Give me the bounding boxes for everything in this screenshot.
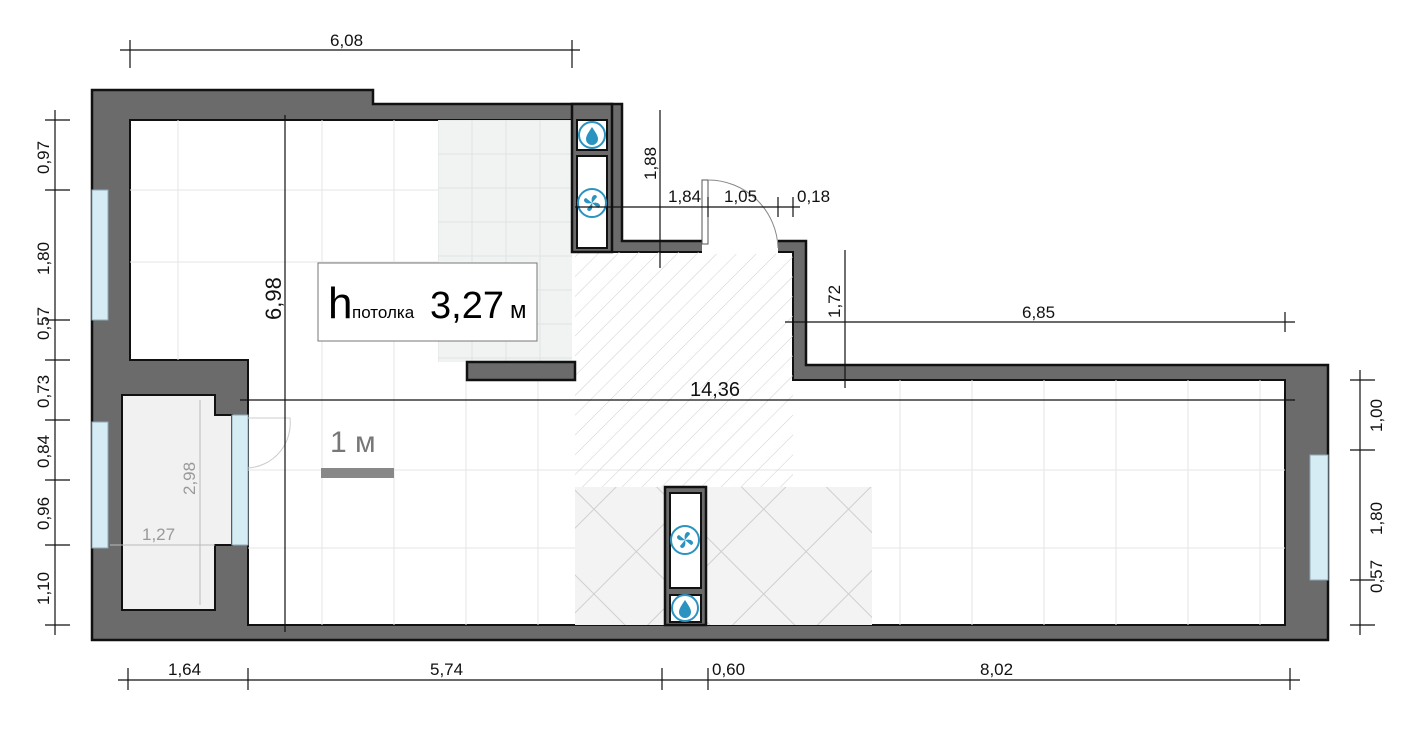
ceiling-value: 3,27 <box>430 285 504 327</box>
dim-left: 1,10 <box>34 572 53 605</box>
dim-left: 0,96 <box>34 497 53 530</box>
dim-door: 1,05 <box>724 187 757 206</box>
loggia-window <box>231 414 249 546</box>
dim-left: 0,97 <box>34 141 53 174</box>
dim-shaft: 1,88 <box>641 147 660 180</box>
dim-loggia-length: 2,98 <box>180 462 199 495</box>
loggia-door-swing <box>247 417 291 469</box>
window <box>91 421 109 549</box>
ventilation-fan-icon <box>670 525 700 555</box>
dim-right: 1,80 <box>1367 502 1386 535</box>
dim-total: 14,36 <box>690 379 740 401</box>
dim-left: 0,84 <box>34 435 53 468</box>
dim-top: 6,08 <box>330 31 363 50</box>
door-swing <box>707 179 779 249</box>
hallway-floor <box>575 252 793 487</box>
loggia-dimension-lines <box>110 400 215 605</box>
dim-left: 1,80 <box>34 242 53 275</box>
dimension-lines <box>45 40 1375 690</box>
water-drop-icon <box>578 121 606 149</box>
window <box>91 189 109 321</box>
dim-right: 0,57 <box>1367 560 1386 593</box>
dim-left: 0,73 <box>34 375 53 408</box>
ventilation-fan-icon <box>577 188 607 218</box>
door-leaf <box>701 179 709 245</box>
dim-right-room: 6,85 <box>1022 303 1055 322</box>
dim-left: 0,57 <box>34 307 53 340</box>
window <box>1309 454 1329 581</box>
dim-bottom: 0,60 <box>712 660 745 679</box>
ceiling-height-box <box>317 262 538 342</box>
ceiling-label: потолка <box>352 303 415 322</box>
dim-loggia-width: 1,27 <box>142 525 175 544</box>
dim-corridor: 1,84 <box>668 187 701 206</box>
loggia <box>121 394 233 611</box>
scale-bar <box>321 468 394 478</box>
ceiling-h: h <box>328 279 352 328</box>
partition-wall <box>465 360 577 382</box>
dim-bottom: 8,02 <box>980 660 1013 679</box>
dim-jamb: 0,18 <box>797 187 830 206</box>
dim-bottom: 1,64 <box>168 660 201 679</box>
entrance-door <box>702 239 778 254</box>
bathroom-floor <box>575 487 872 625</box>
dim-bottom: 5,74 <box>430 660 463 679</box>
scale-label: 1 м <box>330 426 376 459</box>
dim-right: 1,00 <box>1367 399 1386 432</box>
dim-height: 6,98 <box>261 277 286 320</box>
ceiling-unit: м <box>510 297 527 324</box>
dim-step: 1,72 <box>825 285 844 318</box>
water-drop-icon <box>671 594 699 622</box>
